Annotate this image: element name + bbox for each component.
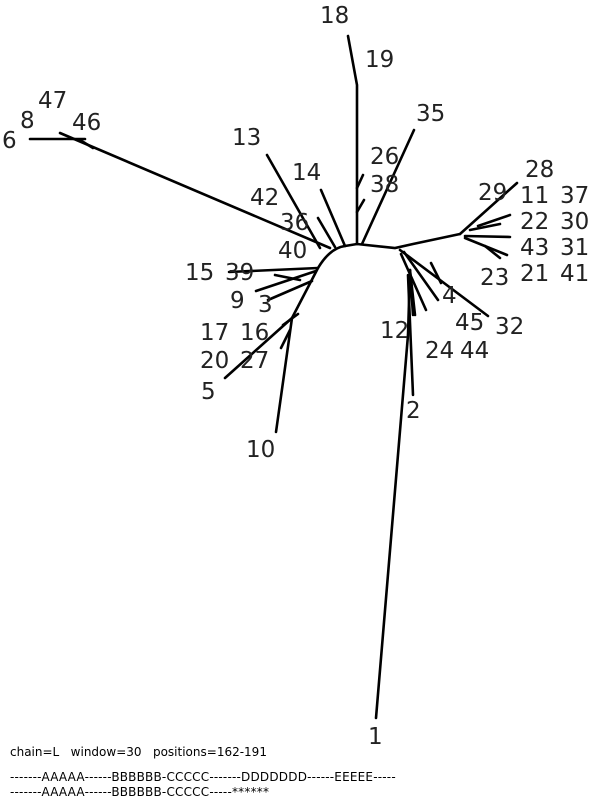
leaf-label: 32 [495, 314, 524, 340]
leaf-label: 19 [365, 47, 394, 73]
branch-39 [273, 273, 302, 282]
sequence-line-2: -------AAAAA------BBBBBB-CCCCC-----*****… [10, 785, 270, 799]
leaf-label: 1 [368, 724, 383, 750]
branch-24 [399, 252, 428, 312]
leaf-label: 15 [185, 260, 214, 286]
leaf-label: 40 [278, 238, 307, 264]
leaf-label: 3 [258, 292, 273, 318]
branch-45 [402, 250, 440, 302]
leaf-label: 13 [232, 125, 261, 151]
leaf-label: 6 [2, 128, 17, 154]
leaf-label: 31 [560, 235, 589, 261]
leaf-label: 36 [280, 210, 309, 236]
leaf-label: 39 [225, 260, 254, 286]
branch-36 [316, 216, 337, 249]
branch-11 [468, 222, 502, 232]
branch-35 [360, 128, 416, 246]
leaf-label: 27 [240, 348, 269, 374]
leaf-labels: 1 2 3 4 5 6 8 9 10 11 12 13 14 15 16 17 … [2, 3, 589, 750]
branches [28, 34, 519, 720]
branch-47 [78, 138, 95, 150]
leaf-label: 21 [520, 261, 549, 287]
leaf-label: 41 [560, 261, 589, 287]
leaf-label: 38 [370, 172, 399, 198]
leaf-label: 26 [370, 144, 399, 170]
leaf-label: 45 [455, 310, 484, 336]
branch-15 [227, 266, 320, 274]
center-arc [290, 232, 462, 320]
branch-20 [279, 328, 292, 350]
leaf-label: 42 [250, 185, 279, 211]
leaf-label: 44 [460, 338, 489, 364]
leaf-label: 35 [416, 101, 445, 127]
leaf-label: 18 [320, 3, 349, 29]
leaf-label: 12 [380, 318, 409, 344]
leaf-label: 43 [520, 235, 549, 261]
leaf-label: 10 [246, 437, 275, 463]
leaf-label: 9 [230, 288, 245, 314]
leaf-label: 28 [525, 157, 554, 183]
branch-32 [398, 248, 490, 318]
leaf-label: 46 [72, 110, 101, 136]
leaf-label: 2 [406, 398, 421, 424]
branch-10 [274, 316, 294, 434]
branch-14 [319, 188, 347, 248]
branch-26 [355, 173, 365, 190]
leaf-label: 14 [292, 160, 321, 186]
leaf-label: 47 [38, 88, 67, 114]
leaf-label: 23 [480, 265, 509, 291]
leaf-label: 8 [20, 108, 35, 134]
leaf-label: 22 [520, 209, 549, 235]
leaf-label: 30 [560, 209, 589, 235]
leaf-label: 16 [240, 320, 269, 346]
branch-9 [254, 269, 318, 293]
leaf-label: 24 [425, 338, 454, 364]
leaf-label: 37 [560, 183, 589, 209]
branch-3 [266, 279, 314, 302]
leaf-label: 11 [520, 183, 549, 209]
chain-window-info: chain=L window=30 positions=162-191 [10, 745, 267, 759]
branch-2 [406, 273, 415, 397]
branch-16 [281, 312, 300, 327]
sequence-line-1: -------AAAAA------BBBBBB-CCCCC-------DDD… [10, 770, 396, 784]
leaf-label: 4 [442, 283, 457, 309]
branch-28 [458, 181, 519, 236]
branch-18 [346, 34, 359, 246]
leaf-label: 29 [478, 180, 507, 206]
branch-23 [483, 244, 502, 260]
branch-38 [355, 198, 366, 214]
branch-22 [476, 213, 512, 228]
branch-30 [463, 234, 512, 239]
branch-4 [429, 261, 443, 285]
leaf-label: 17 [200, 320, 229, 346]
branch-13 [265, 153, 322, 250]
branch-5 [223, 316, 294, 380]
branch-46 [58, 131, 332, 250]
leaf-label: 20 [200, 348, 229, 374]
branch-42b [408, 268, 417, 317]
leaf-label: 5 [201, 379, 216, 405]
